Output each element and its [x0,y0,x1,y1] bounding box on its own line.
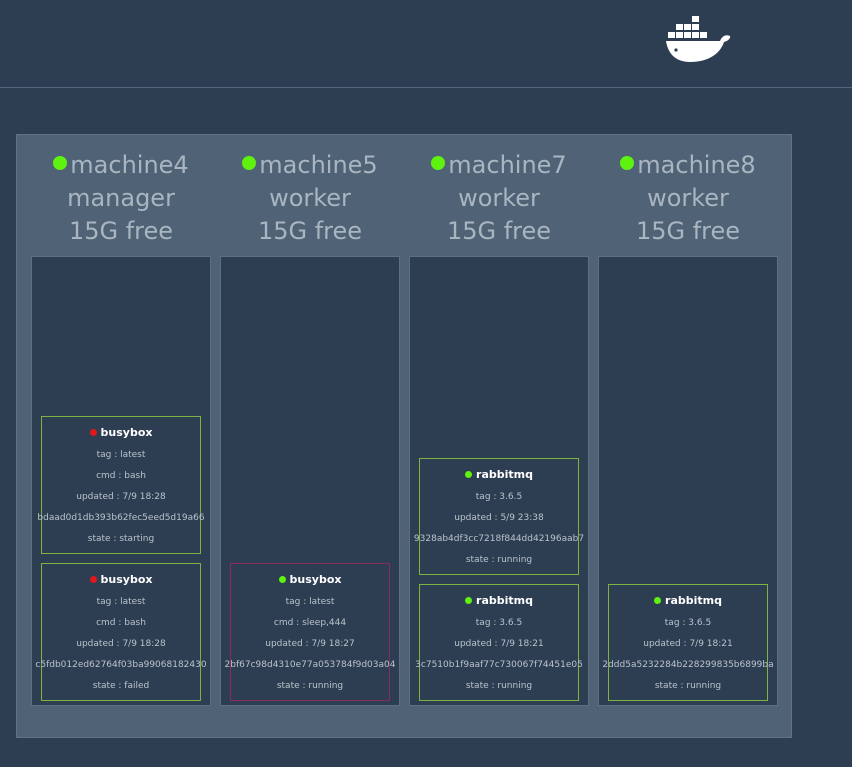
node-free-memory: 15G free [635,217,741,245]
node-status-dot [53,156,68,170]
task-cmd: cmd : bash [96,471,146,481]
task-status-dot [89,576,97,583]
node-role: worker [458,184,540,212]
task-tag: tag : latest [96,450,146,460]
task-cmd: cmd : bash [96,618,146,628]
task-id: 2bf67c98d4310e77a053784f9d03a04 [224,660,396,670]
task-title: rabbitmq [420,594,578,607]
task-tag: tag : latest [96,597,146,607]
task-name: busybox [100,573,153,586]
node-name: machine4 [70,151,189,179]
task-tag: tag : 3.6.5 [664,618,712,628]
node-task-area: rabbitmq tag : 3.6.5 updated : 5/9 23:38… [409,256,589,706]
task-status-dot [278,576,286,583]
node-name: machine8 [637,151,756,179]
task-state: state : running [276,681,344,691]
task-name: busybox [289,573,342,586]
task-state: state : running [465,555,533,565]
task-state: state : running [654,681,722,691]
task-state: state : starting [87,534,155,544]
task-cmd: cmd : sleep,444 [273,618,347,628]
node-free-memory: 15G free [446,217,552,245]
swarm-panel: machine4 manager 15G free busybox tag : … [16,134,792,738]
task-card[interactable]: rabbitmq tag : 3.6.5 updated : 7/9 18:21… [602,584,774,701]
task-tag: tag : latest [285,597,335,607]
node-free-memory: 15G free [257,217,363,245]
task-id: 3c7510b1f9aaf77c730067f74451e05 [415,660,583,670]
task-tag: tag : 3.6.5 [475,492,523,502]
node-header[interactable]: machine7 worker 15G free [409,149,589,248]
node-header[interactable]: machine5 worker 15G free [220,149,400,248]
node-name: machine5 [259,151,378,179]
task-tag: tag : 3.6.5 [475,618,523,628]
task-card[interactable]: rabbitmq tag : 3.6.5 updated : 5/9 23:38… [414,458,584,575]
task-status-dot [465,597,473,604]
node-free-memory: 15G free [68,217,174,245]
task-status-dot [89,429,97,436]
task-updated: updated : 5/9 23:38 [454,513,544,523]
task-id: 2ddd5a5232284b228299835b6899ba [602,660,774,670]
node-status-dot [620,156,635,170]
node-status-dot [431,156,446,170]
task-status-dot [654,597,662,604]
task-updated: updated : 7/9 18:27 [265,639,355,649]
task-state: state : running [465,681,533,691]
task-title: busybox [42,426,200,439]
task-updated: updated : 7/9 18:28 [76,492,166,502]
node-name-line: machine7 [409,149,589,182]
task-name: rabbitmq [476,468,533,481]
node-header[interactable]: machine4 manager 15G free [31,149,211,248]
task-updated: updated : 7/9 18:28 [76,639,166,649]
task-status-dot [465,471,473,478]
task-id: 9328ab4df3cc7218f844dd42196aab7 [413,534,585,544]
task-card[interactable]: busybox tag : latest cmd : bash updated … [35,563,207,701]
node-name-line: machine8 [598,149,778,182]
task-state: state : failed [92,681,150,691]
task-updated: updated : 7/9 18:21 [643,639,733,649]
task-name: busybox [100,426,153,439]
task-card[interactable]: busybox tag : latest cmd : bash updated … [37,416,205,554]
task-card[interactable]: rabbitmq tag : 3.6.5 updated : 7/9 18:21… [415,584,583,701]
node-name: machine7 [448,151,567,179]
task-id: c5fdb012ed62764f03ba99068182430 [35,660,207,670]
task-card[interactable]: busybox tag : latest cmd : sleep,444 upd… [225,563,395,701]
node-task-area: rabbitmq tag : 3.6.5 updated : 7/9 18:21… [598,256,778,706]
task-name: rabbitmq [665,594,722,607]
node-task-area: busybox tag : latest cmd : sleep,444 upd… [220,256,400,706]
node-role: worker [269,184,351,212]
task-title: busybox [231,573,389,586]
task-id: bdaad0d1db393b62fec5eed5d19a66 [37,513,205,523]
task-title: busybox [42,573,200,586]
node-name-line: machine4 [31,149,211,182]
node-role: manager [67,184,175,212]
top-bar [0,0,852,88]
node-header[interactable]: machine8 worker 15G free [598,149,778,248]
task-updated: updated : 7/9 18:21 [454,639,544,649]
docker-whale-icon[interactable] [664,14,734,66]
task-name: rabbitmq [476,594,533,607]
node-role: worker [647,184,729,212]
node-task-area: busybox tag : latest cmd : bash updated … [31,256,211,706]
task-title: rabbitmq [609,594,767,607]
task-title: rabbitmq [420,468,578,481]
node-status-dot [242,156,257,170]
node-name-line: machine5 [220,149,400,182]
